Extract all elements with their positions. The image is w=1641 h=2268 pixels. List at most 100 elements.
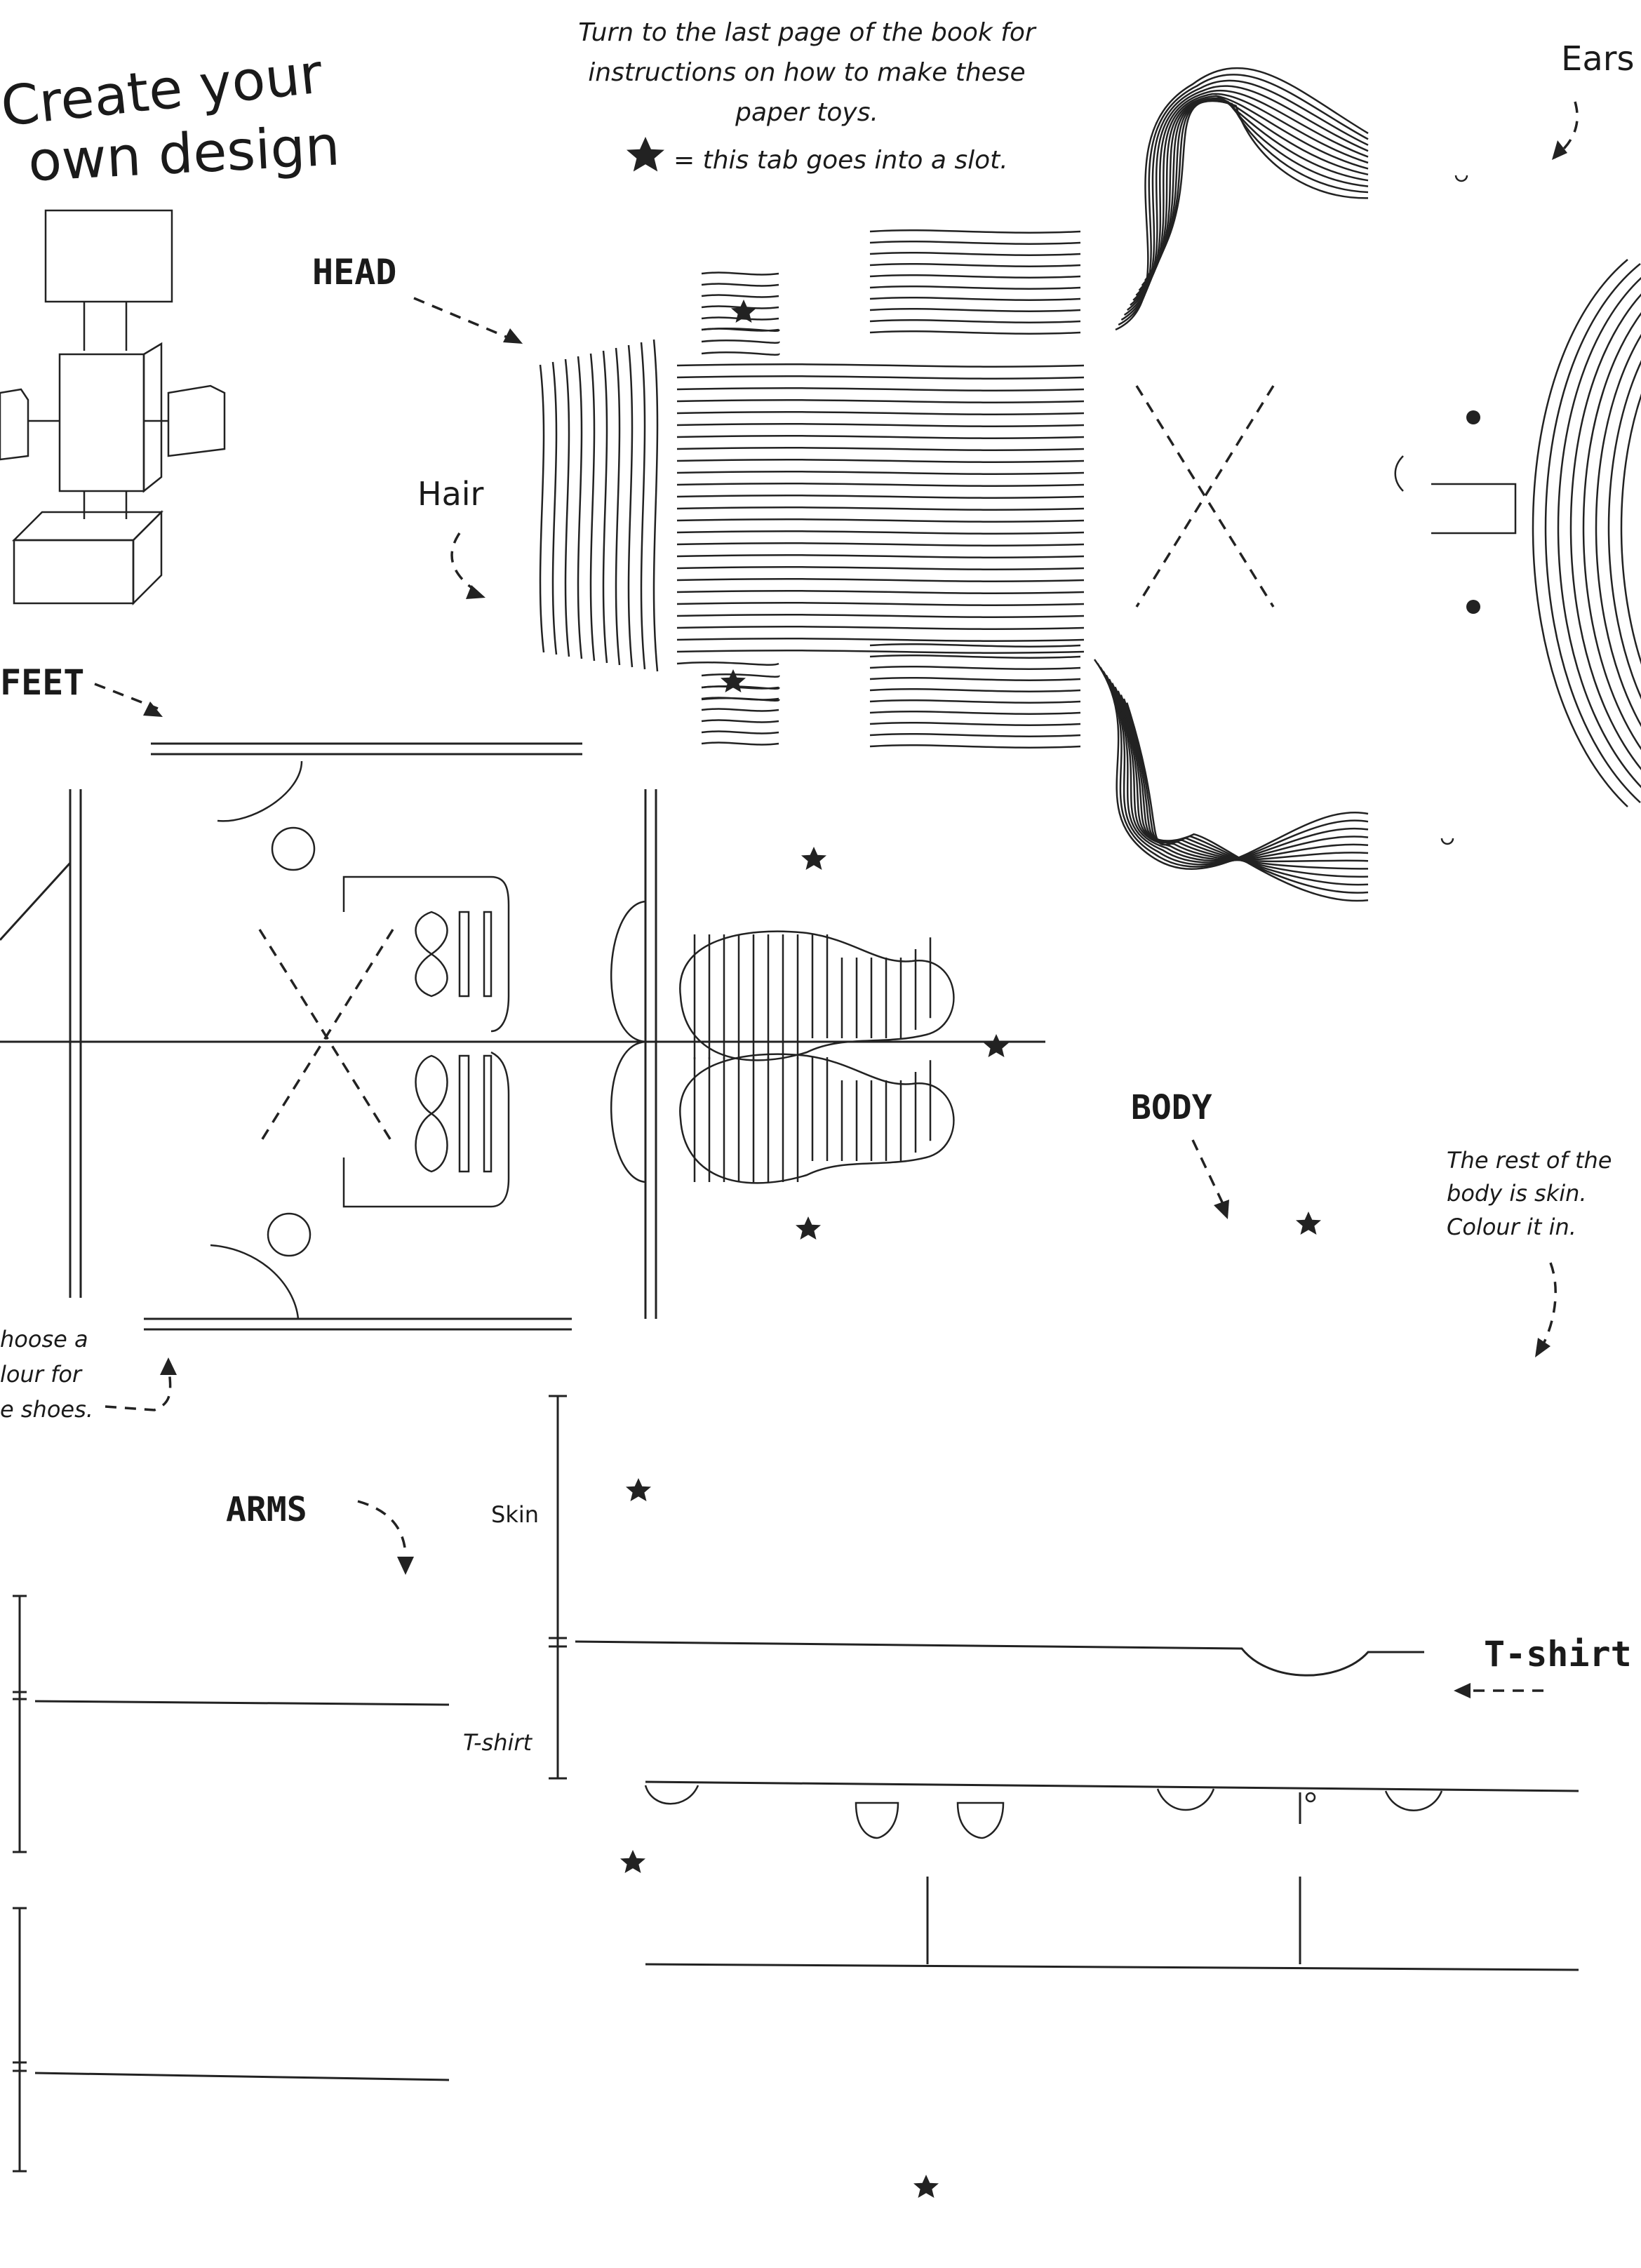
hair-strand	[869, 666, 1081, 670]
shoes-note-line-3: e shoes.	[0, 1396, 93, 1423]
hair-strand	[1544, 263, 1641, 803]
hair-side-left	[539, 339, 659, 672]
hair-strand	[1093, 659, 1369, 870]
body-note-line-3: Colour it in.	[1447, 1214, 1576, 1240]
hair-strand	[701, 283, 779, 287]
arms-arrow-icon	[357, 1500, 407, 1555]
slot-tab-stars	[620, 300, 1321, 2198]
hair-strand	[701, 351, 780, 356]
hair-strand	[564, 358, 570, 657]
page-title: Create your own design	[0, 42, 342, 194]
hair-strand	[676, 650, 1085, 654]
hair-strand	[676, 638, 1085, 642]
hair-strand	[869, 722, 1081, 726]
shoe-sole	[679, 1053, 955, 1184]
star-icon	[721, 669, 746, 692]
hair-strand	[676, 459, 1085, 463]
hair-strand	[676, 387, 1085, 391]
hair-strand	[577, 356, 583, 659]
body-arrow-icon	[1191, 1139, 1226, 1207]
shoe-lace-slot	[483, 1054, 493, 1173]
hair-strand	[1130, 93, 1369, 306]
hair-strand	[701, 340, 780, 344]
hair-strand	[602, 350, 608, 664]
shoe-sole	[679, 930, 955, 1061]
hair-strand	[1147, 100, 1369, 276]
hair-strand	[701, 271, 779, 276]
hair-strand	[676, 375, 1085, 380]
ears-arrow-icon	[1553, 101, 1579, 159]
hair-strand	[869, 263, 1081, 267]
hair-strand	[869, 274, 1081, 279]
hair-strand	[676, 495, 1085, 499]
hair-strand	[1569, 293, 1641, 770]
hair-strand	[701, 328, 779, 332]
tshirt-label: T-shirt	[1484, 1634, 1632, 1675]
hair-strand	[676, 411, 1085, 415]
hair-strand	[869, 241, 1081, 245]
hair-strand	[676, 506, 1085, 511]
feet-piece	[0, 742, 1045, 1331]
hair-strand	[701, 742, 779, 746]
instructions: Turn to the last page of the book for in…	[578, 18, 1037, 175]
hair-strand	[676, 626, 1085, 630]
hair-strand	[1607, 360, 1641, 699]
hair-strand	[1595, 334, 1641, 727]
hair-strand	[869, 297, 1081, 301]
hair-strand	[1120, 79, 1369, 321]
hair-arrow-icon	[450, 532, 485, 598]
hair-strand	[869, 699, 1081, 704]
arms-piece	[13, 1595, 450, 2173]
hair-label: Hair	[417, 475, 484, 513]
hair-strand	[1102, 671, 1369, 864]
star-icon	[620, 1850, 645, 1873]
hair-strand	[676, 602, 1085, 606]
hair-strand	[676, 363, 1085, 368]
instructions-line-2: instructions on how to make these	[588, 58, 1025, 87]
shoe-laces	[415, 911, 493, 1173]
instructions-line-1: Turn to the last page of the book for	[578, 18, 1037, 47]
hair-wave-bottom	[1093, 659, 1369, 902]
hair-strand	[869, 655, 1081, 659]
hair-strand	[1620, 393, 1641, 665]
hair-strand	[869, 733, 1081, 737]
instructions-line-3: paper toys.	[735, 98, 878, 127]
hair-strand	[676, 554, 1085, 558]
hair-strand	[627, 344, 634, 668]
hair-strand	[640, 342, 646, 670]
hair-strand	[676, 435, 1085, 439]
hair-strand	[1557, 276, 1641, 789]
hair-strand	[701, 697, 779, 701]
hair-strand	[551, 361, 558, 655]
hair-strand	[869, 319, 1081, 323]
shoe-lace	[415, 911, 448, 998]
ears-label: Ears	[1561, 39, 1634, 79]
hair-strand	[676, 483, 1085, 487]
shoe-lace-slot	[483, 911, 493, 998]
hair-strand	[1123, 698, 1369, 894]
star-legend: = this tab goes into a slot.	[674, 146, 1008, 175]
hair-strand	[1135, 97, 1369, 296]
hair-strand	[1117, 690, 1369, 878]
hair-strand	[1126, 702, 1369, 902]
hair-strand	[652, 339, 659, 672]
hair-strand	[676, 590, 1085, 594]
star-icon	[1296, 1212, 1321, 1235]
shoe-lace-slot	[458, 911, 470, 998]
star-icon	[626, 1478, 651, 1501]
hair-strand	[676, 614, 1085, 618]
hair-strand	[701, 294, 779, 298]
hair-strand	[1141, 100, 1369, 286]
hair-strand	[676, 542, 1085, 546]
body-piece	[575, 1640, 1579, 1971]
hair-strand	[1132, 95, 1369, 301]
hair-strand	[539, 364, 545, 653]
hair-strand	[676, 578, 1085, 582]
hair-strand	[676, 471, 1085, 475]
hair-wave-top	[1115, 67, 1369, 331]
face-fold-cross	[1135, 385, 1275, 608]
hair-strand	[701, 730, 779, 734]
body-note-line-2: body is skin.	[1447, 1180, 1587, 1207]
body-note: The rest of the body is skin. Colour it …	[1447, 1147, 1612, 1357]
assembly-diagram	[0, 209, 226, 606]
